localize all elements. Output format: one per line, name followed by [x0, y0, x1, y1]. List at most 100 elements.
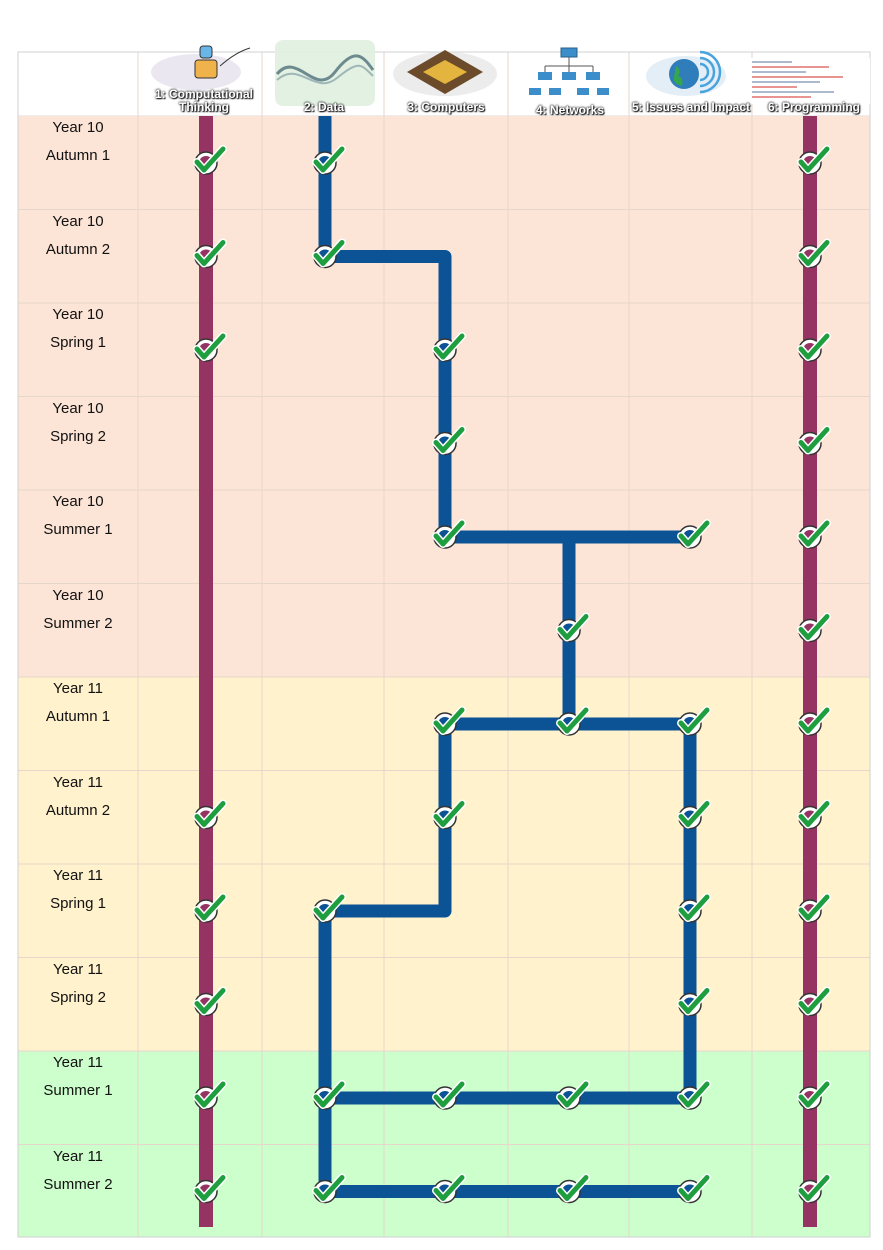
track-column-1: [199, 116, 213, 1227]
row-year: Year 11: [52, 960, 104, 978]
checkpoint-column-4: [556, 1080, 590, 1110]
checkpoint-column-1: [193, 238, 227, 269]
checkpoint-column-1: [193, 1173, 227, 1204]
row-year: Year 10: [52, 212, 104, 230]
check-icon: [798, 1175, 830, 1201]
checkpoint-column-6: [797, 799, 831, 830]
row-year: Year 11: [52, 1147, 104, 1165]
path-link-1: [318, 116, 690, 544]
check-icon: [194, 1175, 226, 1201]
checkpoint-column-2: [312, 1080, 346, 1110]
checkpoint-column-6: [797, 986, 831, 1017]
check-icon: [798, 894, 830, 921]
robot-icon: [151, 45, 251, 90]
row-year: Year 10: [52, 119, 104, 136]
check-icon: [313, 894, 345, 921]
checkpoint-column-2: [312, 1173, 346, 1204]
check-icon: [678, 707, 710, 734]
check-icon: [194, 988, 226, 1014]
row-term: Summer 2: [43, 1175, 113, 1193]
network-tree-icon: [529, 47, 609, 95]
checkpoint-column-5: [677, 519, 711, 549]
checkpoint-column-6: [797, 238, 831, 269]
row-label: Year 10 Spring 2: [18, 395, 138, 451]
checkpoint-column-2: [312, 238, 346, 269]
check-icon: [798, 520, 830, 547]
row-year: Year 11: [52, 1054, 104, 1071]
row-term: Summer 1: [43, 1082, 113, 1099]
row-term: Autumn 2: [45, 801, 111, 819]
check-icon: [798, 801, 830, 827]
checkpoint-column-6: [797, 1173, 831, 1204]
check-icon: [194, 1081, 226, 1108]
check-icon: [433, 801, 465, 827]
checkpoint-column-6: [797, 1080, 831, 1110]
check-icon: [313, 146, 345, 173]
checkpoint-column-6: [797, 145, 831, 175]
checkpoint-column-6: [797, 332, 831, 362]
row-term: Spring 1: [50, 895, 106, 912]
check-icon: [678, 988, 710, 1014]
row-term: Spring 2: [50, 427, 106, 445]
checkpoint-column-1: [193, 799, 227, 830]
checkpoint-column-5: [677, 986, 711, 1017]
row-year: Year 11: [52, 773, 104, 791]
check-icon: [798, 240, 830, 266]
checkpoint-column-4: [556, 1173, 590, 1204]
check-icon: [194, 240, 226, 266]
row-term: Autumn 2: [45, 240, 111, 258]
row-year: Year 10: [52, 493, 104, 510]
check-icon: [557, 1175, 589, 1201]
row-label: Year 10 Autumn 2: [18, 208, 138, 264]
check-icon: [798, 707, 830, 734]
checkpoint-column-6: [797, 893, 831, 923]
column-header-4: 4: Networks: [535, 103, 605, 117]
checkpoint-column-3: [432, 706, 466, 736]
check-icon: [433, 1175, 465, 1201]
check-icon: [798, 614, 830, 640]
check-icon: [798, 1081, 830, 1108]
row-year: Year 10: [52, 306, 104, 323]
check-icon: [433, 427, 465, 453]
row-term: Autumn 1: [45, 147, 111, 164]
row-label: Year 11 Autumn 2: [18, 769, 138, 825]
check-icon: [557, 614, 589, 640]
checkpoint-column-6: [797, 706, 831, 736]
checkpoint-column-1: [193, 332, 227, 362]
checkpoint-column-5: [677, 1080, 711, 1110]
row-year: Year 11: [52, 680, 104, 697]
row-year: Year 10: [52, 399, 104, 417]
check-icon: [194, 146, 226, 173]
row-label: Year 11 Summer 2: [18, 1143, 138, 1199]
binary-wave-icon: [275, 40, 375, 106]
column-header-2: 2: Data: [303, 100, 344, 114]
checkpoint-column-3: [432, 332, 466, 362]
check-icon: [433, 707, 465, 734]
checkpoint-column-4: [556, 612, 590, 643]
row-term: Summer 2: [43, 614, 113, 632]
check-icon: [798, 988, 830, 1014]
column-header-5: 5: Issues and Impact: [631, 100, 751, 114]
check-icon: [557, 1081, 589, 1108]
checkpoint-column-5: [677, 1173, 711, 1204]
check-icon: [313, 240, 345, 266]
check-icon: [433, 1081, 465, 1108]
check-icon: [433, 520, 465, 547]
check-icon: [798, 333, 830, 360]
row-term: Autumn 1: [45, 708, 111, 725]
checkpoint-column-6: [797, 425, 831, 456]
check-icon: [313, 1175, 345, 1201]
column-header-3: 3: Computers: [407, 100, 485, 114]
check-icon: [557, 707, 589, 734]
check-icon: [798, 427, 830, 453]
check-icon: [798, 146, 830, 173]
checkpoint-column-3: [432, 1173, 466, 1204]
checkpoint-column-6: [797, 612, 831, 643]
checkpoint-column-3: [432, 519, 466, 549]
check-icon: [678, 801, 710, 827]
row-term: Spring 1: [50, 334, 106, 351]
